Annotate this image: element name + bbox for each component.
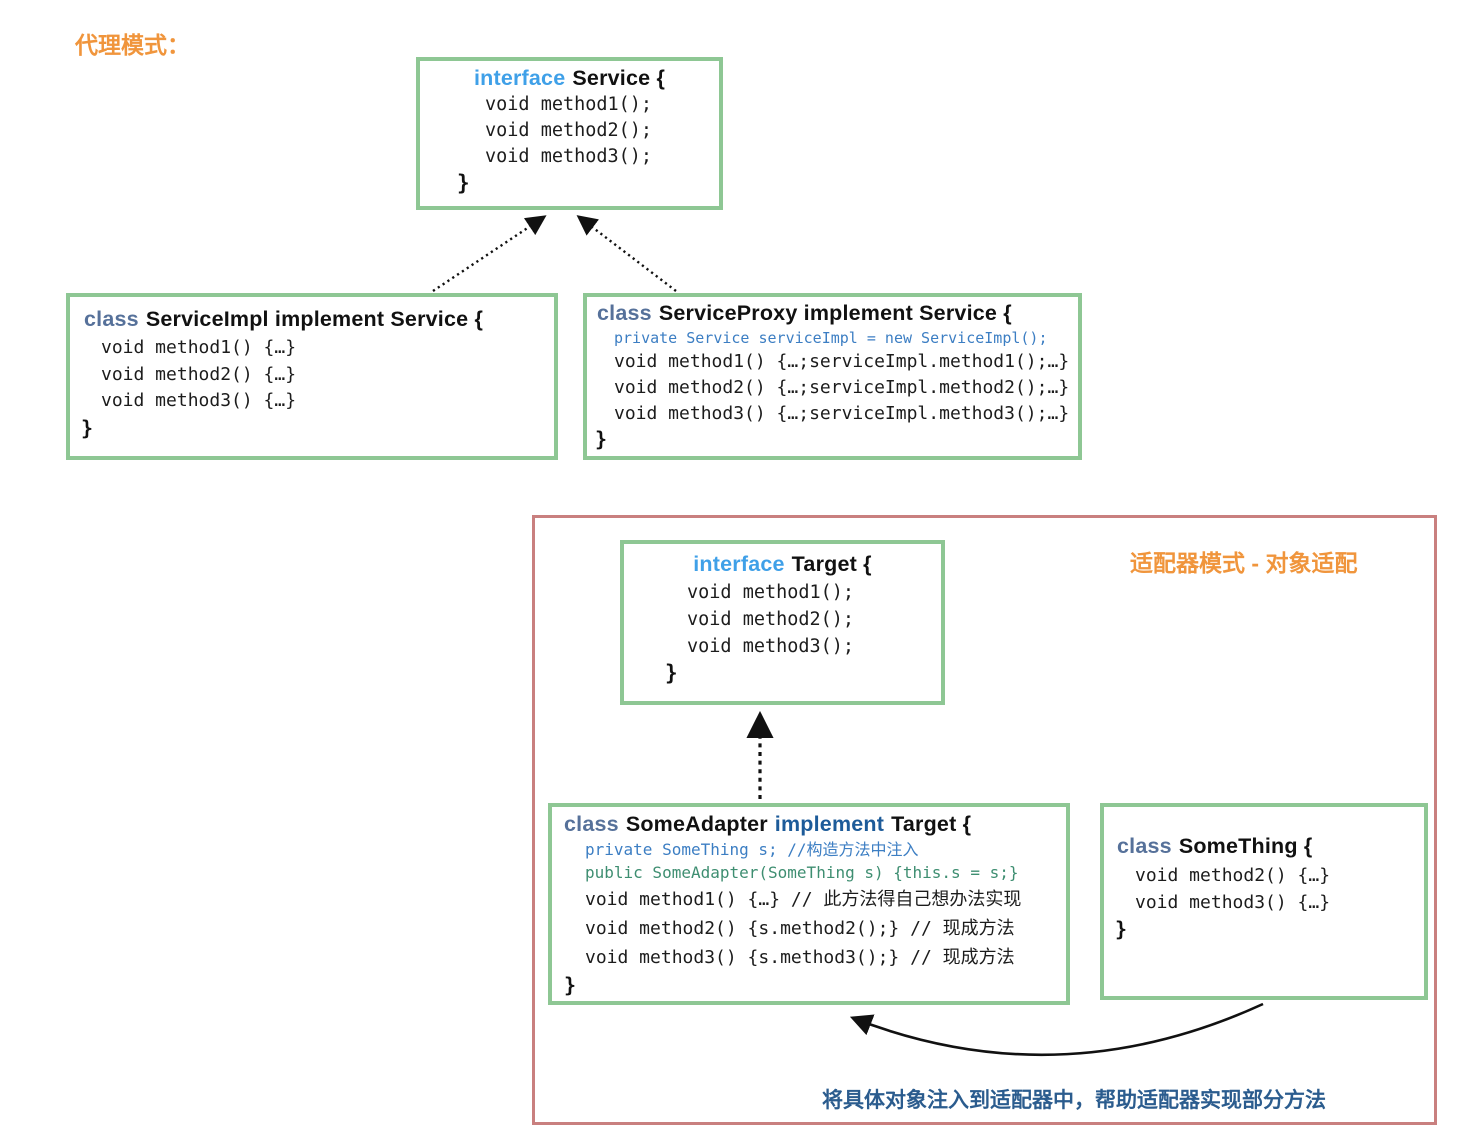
someadapter-target-name: Target {	[891, 812, 972, 836]
code-line: void method1() {…;serviceImpl.method1();…	[614, 351, 1070, 372]
serviceproxy-field-line: private Service serviceImpl = new Servic…	[614, 329, 1048, 347]
someadapter-field-line: private SomeThing s; //构造方法中注入	[585, 840, 919, 859]
class-keyword: class	[564, 812, 619, 836]
interface-target-methods: void method1(); void method2(); void metho…	[624, 579, 941, 660]
code-line: void method3();	[687, 636, 855, 657]
adapter-caption: 将具体对象注入到适配器中，帮助适配器实现部分方法	[822, 1089, 1326, 1112]
code-line: void method3() {…}	[101, 390, 297, 411]
adapter-pattern-title: 适配器模式 - 对象适配	[1130, 550, 1358, 576]
interface-target-name: Target {	[791, 552, 872, 576]
class-keyword: class	[1117, 834, 1172, 858]
closing-brace: }	[457, 171, 470, 195]
code-line: void method3() {…;serviceImpl.method3();…	[614, 403, 1070, 424]
serviceproxy-implements-arrow	[576, 215, 677, 292]
class-something-methods: void method2() {…} void method3() {…}	[1104, 862, 1424, 916]
interface-service-methods: void method1(); void method2(); void metho…	[420, 92, 719, 170]
proxy-pattern-title: 代理模式：	[75, 32, 190, 58]
closing-brace: }	[665, 661, 678, 685]
code-line: void method1();	[687, 582, 855, 603]
closing-brace: }	[81, 415, 94, 440]
code-line: void method2();	[485, 120, 653, 141]
code-line: void method3() {…}	[1135, 892, 1331, 913]
class-keyword: class	[84, 307, 139, 331]
interface-service-name: Service {	[572, 66, 666, 90]
class-keyword: class	[597, 301, 652, 325]
implement-keyword: implement	[774, 812, 885, 836]
interface-keyword: interface	[693, 552, 785, 576]
code-line: void method2() {…}	[101, 363, 297, 385]
interface-keyword: interface	[473, 66, 566, 90]
code-line: void method1() {…} // 此方法得自己想办法实现	[585, 889, 1022, 910]
serviceimpl-implements-arrow	[432, 215, 547, 292]
code-line: void method2();	[687, 609, 855, 630]
class-something-name: SomeThing {	[1178, 834, 1313, 858]
class-someadapter-name: SomeAdapter	[625, 812, 768, 836]
code-line: void method2() {…}	[1135, 865, 1331, 886]
closing-brace: }	[595, 427, 608, 451]
code-line: void method1() {…}	[101, 337, 297, 358]
code-line: void method3();	[485, 146, 653, 167]
class-serviceproxy-name: ServiceProxy implement Service {	[658, 301, 1012, 325]
someadapter-constructor-line: public SomeAdapter(SomeThing s) {this.s …	[585, 863, 1019, 882]
code-line: void method2() {…;serviceImpl.method2();…	[614, 377, 1070, 398]
code-line: void method2() {s.method2();} // 现成方法	[585, 918, 1015, 939]
class-serviceproxy-methods: void method1() {…;serviceImpl.method1();…	[587, 349, 1078, 427]
code-line: void method3() {s.method3();} // 现成方法	[585, 947, 1015, 968]
class-serviceimpl-name: ServiceImpl implement Service {	[145, 307, 484, 331]
code-line: void method1();	[485, 94, 653, 115]
class-someadapter-methods: void method1() {…} // 此方法得自己想办法实现 void me…	[552, 885, 1066, 972]
class-serviceimpl-methods: void method1() {…} void method2() {…} void…	[70, 335, 554, 415]
closing-brace: }	[1115, 917, 1128, 941]
closing-brace: }	[564, 973, 577, 997]
